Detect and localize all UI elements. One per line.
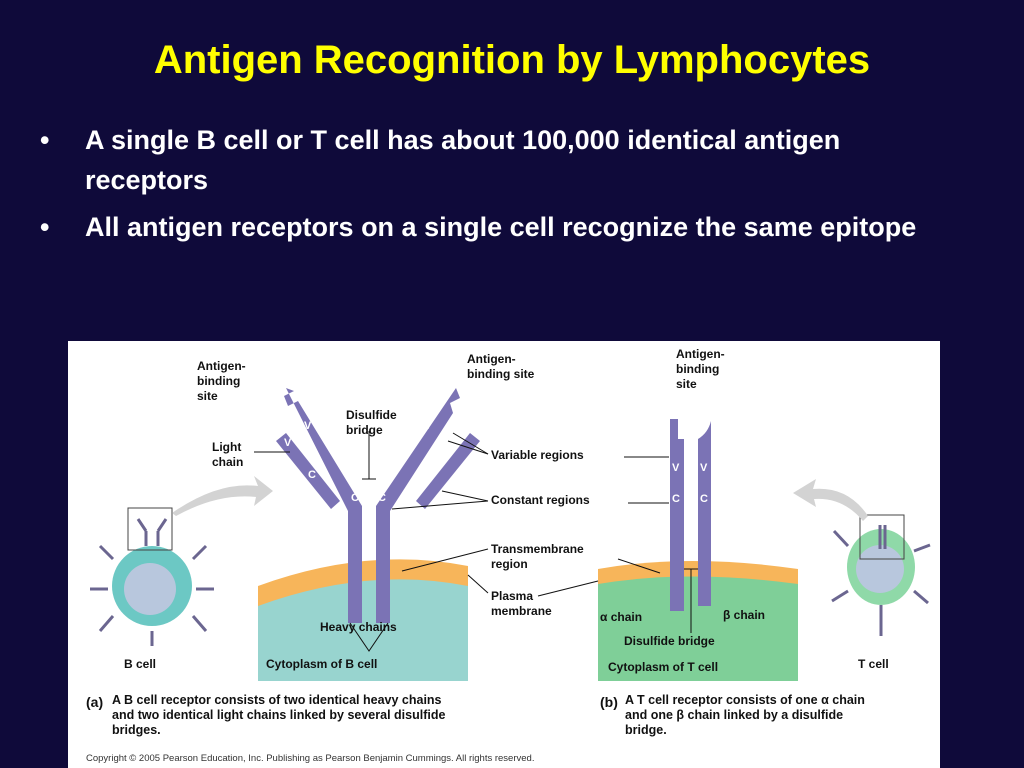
bullet-item: • A single B cell or T cell has about 10…: [40, 120, 940, 200]
t-c-beta: C: [700, 493, 708, 505]
caption-b: A T cell receptor consists of one α chai…: [625, 693, 865, 737]
caption-b-letter: (b): [600, 694, 618, 710]
t-v-beta: V: [700, 462, 708, 474]
copyright: Copyright © 2005 Pearson Education, Inc.…: [86, 753, 534, 764]
variable-regions-label: Variable regions: [491, 448, 584, 462]
b-zoom-arrow: [172, 476, 273, 516]
slide-title: Antigen Recognition by Lymphocytes: [153, 38, 871, 82]
t-cell-receptor: [670, 419, 711, 611]
t-zoom-arrow: [793, 479, 868, 521]
bullet-dot: •: [40, 212, 50, 242]
beta-chain-label: β chain: [723, 608, 765, 622]
t-disulfide-bridge-label: Disulfide bridge: [624, 634, 715, 648]
b-light-c-left: C: [308, 469, 316, 481]
t-cell-label: T cell: [858, 657, 889, 671]
t-c-alpha: C: [672, 493, 680, 505]
b-light-c-right: C: [420, 465, 428, 477]
bullet-text: A single B cell or T cell has about 100,…: [85, 125, 841, 195]
b-cytoplasm: [258, 579, 468, 681]
b-heavy-c-right: C: [378, 492, 386, 504]
b-heavy-c-left: C: [351, 492, 359, 504]
bullet-text: All antigen receptors on a single cell r…: [85, 212, 917, 242]
t-cytoplasm-label: Cytoplasm of T cell: [608, 660, 718, 674]
b-cell-label: B cell: [124, 657, 156, 671]
constant-regions-label: Constant regions: [491, 493, 590, 507]
t-cytoplasm: [598, 576, 798, 681]
b-cell-receptor: [276, 388, 480, 623]
caption-a-letter: (a): [86, 694, 103, 710]
b-heavy-v-left: V: [304, 420, 312, 432]
b-heavy-v-right: V: [424, 420, 432, 432]
alpha-chain-label: α chain: [600, 610, 642, 624]
t-cell-illustration: [831, 514, 931, 636]
b-light-v-left: V: [284, 437, 292, 449]
bullet-item: • All antigen receptors on a single cell…: [40, 207, 940, 247]
b-light-v-right: V: [444, 437, 452, 449]
b-cell-illustration: [90, 507, 214, 646]
t-v-alpha: V: [672, 462, 680, 474]
bullet-list: • A single B cell or T cell has about 10…: [40, 120, 940, 254]
b-cytoplasm-label: Cytoplasm of B cell: [266, 657, 377, 671]
caption-a: A B cell receptor consists of two identi…: [112, 693, 445, 737]
heavy-chains-label: Heavy chains: [320, 620, 397, 634]
b-antigen-binding-right: Antigen-binding site: [467, 352, 535, 381]
bullet-dot: •: [40, 125, 50, 155]
